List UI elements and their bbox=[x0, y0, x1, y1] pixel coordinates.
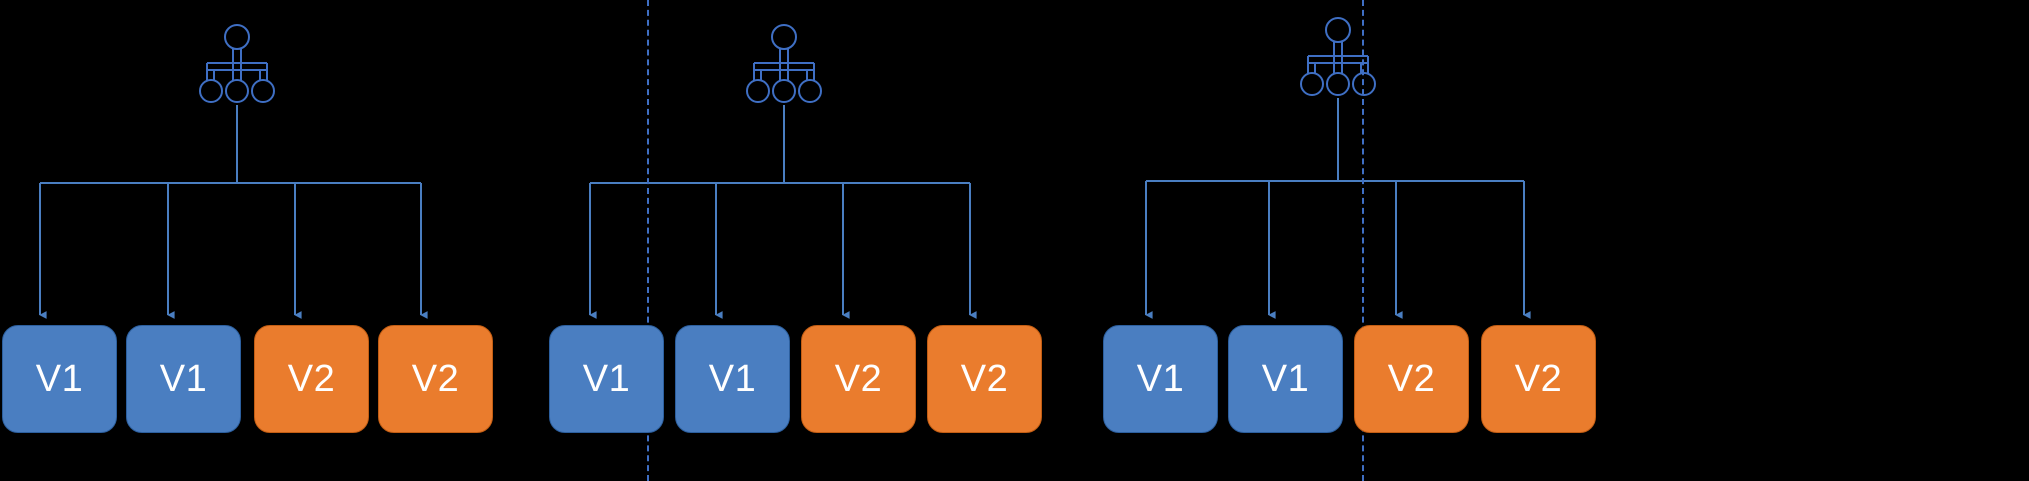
node-label: V1 bbox=[1136, 358, 1185, 400]
org-icon-bar bbox=[754, 62, 814, 71]
node-label: V1 bbox=[1261, 358, 1310, 400]
org-icon-leg-right bbox=[1360, 56, 1369, 73]
org-icon-root-circle bbox=[1325, 17, 1351, 43]
node-label: V1 bbox=[582, 358, 631, 400]
node-label: V2 bbox=[834, 358, 883, 400]
node-box-v1-3-2[interactable]: V1 bbox=[1228, 325, 1343, 433]
panel-vectors-2 bbox=[589, 24, 977, 319]
panel-vectors-3 bbox=[1145, 17, 1531, 319]
org-icon-child-circle-2 bbox=[225, 79, 249, 103]
node-box-v2-2-4[interactable]: V2 bbox=[927, 325, 1042, 433]
node-box-v1-3-1[interactable]: V1 bbox=[1103, 325, 1218, 433]
node-box-v2-3-4[interactable]: V2 bbox=[1481, 325, 1596, 433]
org-icon-stem bbox=[1333, 42, 1343, 73]
org-icon-child-circle-2 bbox=[1326, 72, 1350, 96]
node-box-v1-2-2[interactable]: V1 bbox=[675, 325, 790, 433]
org-icon-bar bbox=[207, 62, 267, 71]
org-icon-leg-left bbox=[206, 63, 215, 80]
node-label: V2 bbox=[1387, 358, 1436, 400]
node-label: V1 bbox=[35, 358, 84, 400]
org-icon-child-circle-3 bbox=[251, 79, 275, 103]
org-icon-root-circle bbox=[771, 24, 797, 50]
org-icon-child-circle-2 bbox=[772, 79, 796, 103]
org-icon-leg-right bbox=[259, 63, 268, 80]
org-icon-stem bbox=[779, 49, 789, 80]
node-box-v1-2-1[interactable]: V1 bbox=[549, 325, 664, 433]
org-icon-leg-right bbox=[806, 63, 815, 80]
node-box-v2-1-4[interactable]: V2 bbox=[378, 325, 493, 433]
org-icon-stem bbox=[232, 49, 242, 80]
node-label: V1 bbox=[708, 358, 757, 400]
node-label: V1 bbox=[159, 358, 208, 400]
org-chart-icon-1 bbox=[199, 24, 275, 103]
node-box-v2-2-3[interactable]: V2 bbox=[801, 325, 916, 433]
org-icon-child-circle-1 bbox=[1300, 72, 1324, 96]
org-icon-leg-left bbox=[1307, 56, 1316, 73]
org-icon-root-circle bbox=[224, 24, 250, 50]
node-box-v1-1-2[interactable]: V1 bbox=[126, 325, 241, 433]
org-chart-icon-3 bbox=[1300, 17, 1376, 96]
org-chart-icon-2 bbox=[746, 24, 822, 103]
org-icon-child-circle-3 bbox=[798, 79, 822, 103]
org-icon-leg-left bbox=[753, 63, 762, 80]
node-label: V2 bbox=[411, 358, 460, 400]
node-box-v2-1-3[interactable]: V2 bbox=[254, 325, 369, 433]
org-icon-child-circle-1 bbox=[199, 79, 223, 103]
panel-divider-2 bbox=[1362, 0, 1364, 481]
node-label: V2 bbox=[960, 358, 1009, 400]
org-icon-child-circle-3 bbox=[1352, 72, 1376, 96]
org-icon-child-circle-1 bbox=[746, 79, 770, 103]
node-label: V2 bbox=[1514, 358, 1563, 400]
node-box-v2-3-3[interactable]: V2 bbox=[1354, 325, 1469, 433]
panel-divider-1 bbox=[647, 0, 649, 481]
panel-vectors-1 bbox=[39, 24, 428, 319]
org-icon-bar bbox=[1308, 55, 1368, 64]
node-label: V2 bbox=[287, 358, 336, 400]
node-box-v1-1-1[interactable]: V1 bbox=[2, 325, 117, 433]
